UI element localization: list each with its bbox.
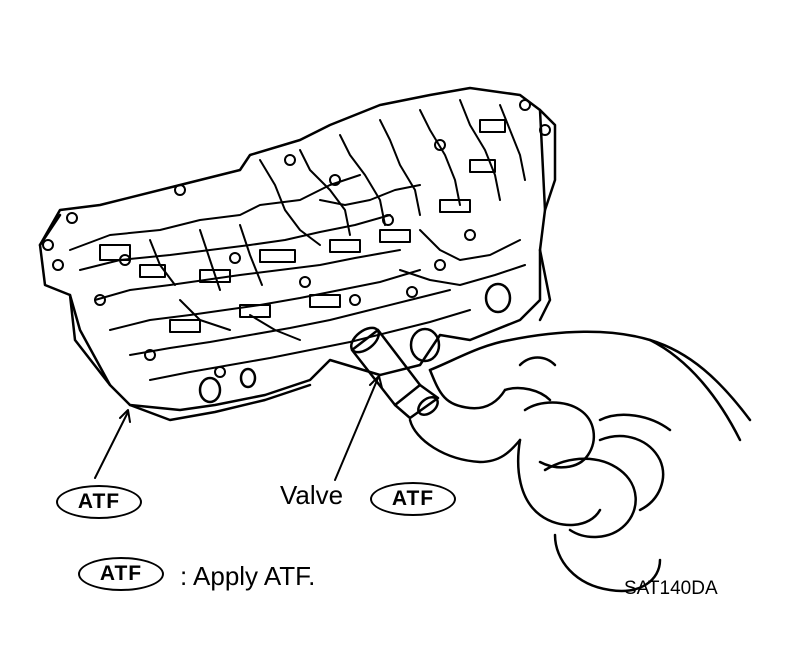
leader-lines: [94, 375, 383, 481]
valve-body-channels: [69, 99, 526, 381]
hand-illustration: [408, 330, 752, 593]
side-bores: [198, 282, 512, 404]
figure-code: SAT140DA: [624, 578, 718, 599]
valve-label: Valve: [280, 480, 344, 510]
atf-legend-badge: ATF: [78, 557, 164, 591]
atf-valve-badge: ATF: [370, 482, 456, 516]
atf-body-badge: ATF: [56, 485, 142, 519]
bolt-holes: [42, 99, 551, 378]
legend-text: : Apply ATF.: [180, 561, 316, 591]
